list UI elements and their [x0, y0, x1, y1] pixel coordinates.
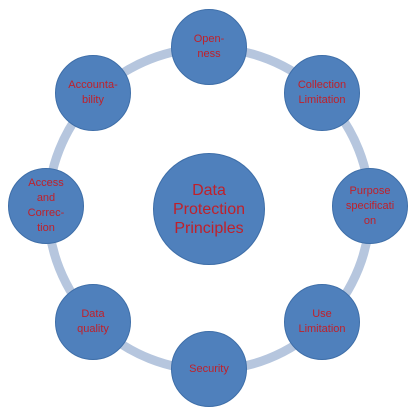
node-collection-limitation-label: Collection Limitation: [297, 79, 347, 106]
node-use-limitation: Use Limitation: [284, 284, 360, 360]
center-label: Data Protection Principles: [172, 181, 246, 237]
node-access-and-correction-label: Access and Correc- tion: [27, 177, 65, 234]
node-collection-limitation: Collection Limitation: [284, 55, 360, 131]
node-openness: Open- ness: [171, 9, 247, 85]
node-accountability: Accounta- bility: [55, 55, 131, 131]
node-security: Security: [171, 331, 247, 407]
center-circle: Data Protection Principles: [153, 153, 265, 265]
node-purpose-specification: Purpose specificati on: [332, 168, 408, 244]
node-purpose-specification-label: Purpose specificati on: [345, 184, 395, 227]
node-accountability-label: Accounta- bility: [68, 79, 118, 106]
node-security-label: Security: [189, 362, 229, 375]
node-access-and-correction: Access and Correc- tion: [8, 168, 84, 244]
node-use-limitation-label: Use Limitation: [298, 308, 346, 335]
node-data-quality: Data quality: [55, 284, 131, 360]
node-data-quality-label: Data quality: [77, 308, 109, 335]
node-openness-label: Open- ness: [193, 33, 225, 60]
